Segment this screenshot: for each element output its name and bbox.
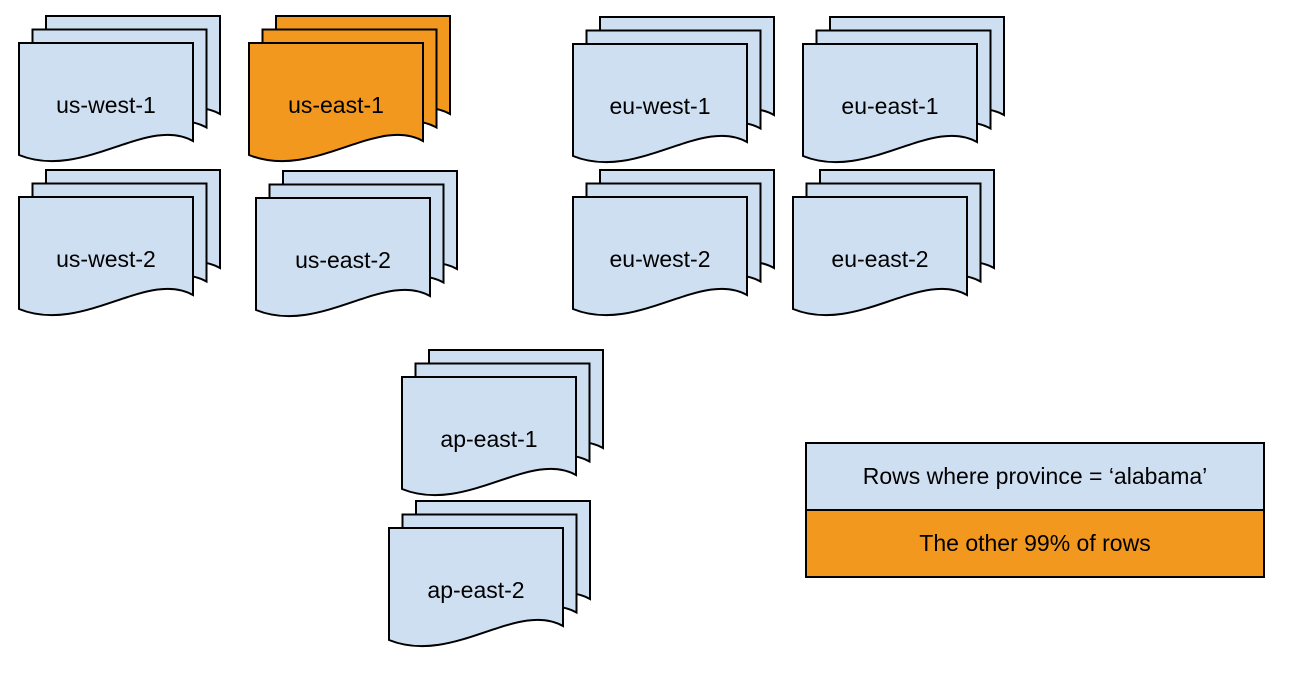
legend-row: The other 99% of rows <box>807 509 1263 576</box>
document-shape-front <box>18 196 194 317</box>
document-shape-front <box>18 42 194 163</box>
legend-table: Rows where province = ‘alabama’ The othe… <box>805 442 1265 578</box>
doc-stack-us-west-2: us-west-2 <box>18 169 221 322</box>
document-shape-front <box>572 196 748 317</box>
stacked-documents-icon <box>572 169 775 317</box>
doc-stack-us-east-1: us-east-1 <box>248 15 451 168</box>
doc-stack-us-west-1: us-west-1 <box>18 15 221 168</box>
doc-stack-eu-west-1: eu-west-1 <box>572 16 775 169</box>
doc-stack-eu-east-1: eu-east-1 <box>802 16 1005 169</box>
doc-stack-label: us-west-1 <box>56 92 156 118</box>
stacked-documents-icon <box>401 349 604 497</box>
doc-stack-us-east-2: us-east-2 <box>255 170 458 323</box>
stacked-documents-icon <box>255 170 458 318</box>
document-shape-front <box>802 43 978 164</box>
doc-stack-label: ap-east-1 <box>440 426 538 452</box>
document-shape-front <box>401 376 577 497</box>
legend-row-label: Rows where province = ‘alabama’ <box>862 463 1208 489</box>
doc-stack-eu-east-2: eu-east-2 <box>792 169 995 322</box>
document-shape-front <box>792 196 968 317</box>
document-shape-front <box>572 43 748 164</box>
doc-stack-label: eu-east-1 <box>841 93 939 119</box>
stacked-documents-icon <box>572 16 775 164</box>
legend-row-label: The other 99% of rows <box>919 530 1151 556</box>
stacked-documents-icon <box>248 15 451 163</box>
doc-stack-label: ap-east-2 <box>427 577 525 603</box>
stacked-documents-icon <box>792 169 995 317</box>
doc-stack-ap-east-1: ap-east-1 <box>401 349 604 502</box>
doc-stack-label: eu-west-2 <box>609 246 711 272</box>
stacked-documents-icon <box>388 500 591 648</box>
document-shape-front <box>248 42 424 163</box>
doc-stack-label: eu-west-1 <box>609 93 711 119</box>
doc-stack-eu-west-2: eu-west-2 <box>572 169 775 322</box>
document-shape-front <box>388 527 564 648</box>
doc-stack-label: us-west-2 <box>56 246 156 272</box>
stacked-documents-icon <box>802 16 1005 164</box>
doc-stack-label: us-east-1 <box>288 92 384 118</box>
stacked-documents-icon <box>18 169 221 317</box>
doc-stack-label: us-east-2 <box>295 247 391 273</box>
doc-stack-label: eu-east-2 <box>831 246 929 272</box>
doc-stack-ap-east-2: ap-east-2 <box>388 500 591 653</box>
document-shape-front <box>255 197 431 318</box>
legend-row: Rows where province = ‘alabama’ <box>807 444 1263 509</box>
stacked-documents-icon <box>18 15 221 163</box>
